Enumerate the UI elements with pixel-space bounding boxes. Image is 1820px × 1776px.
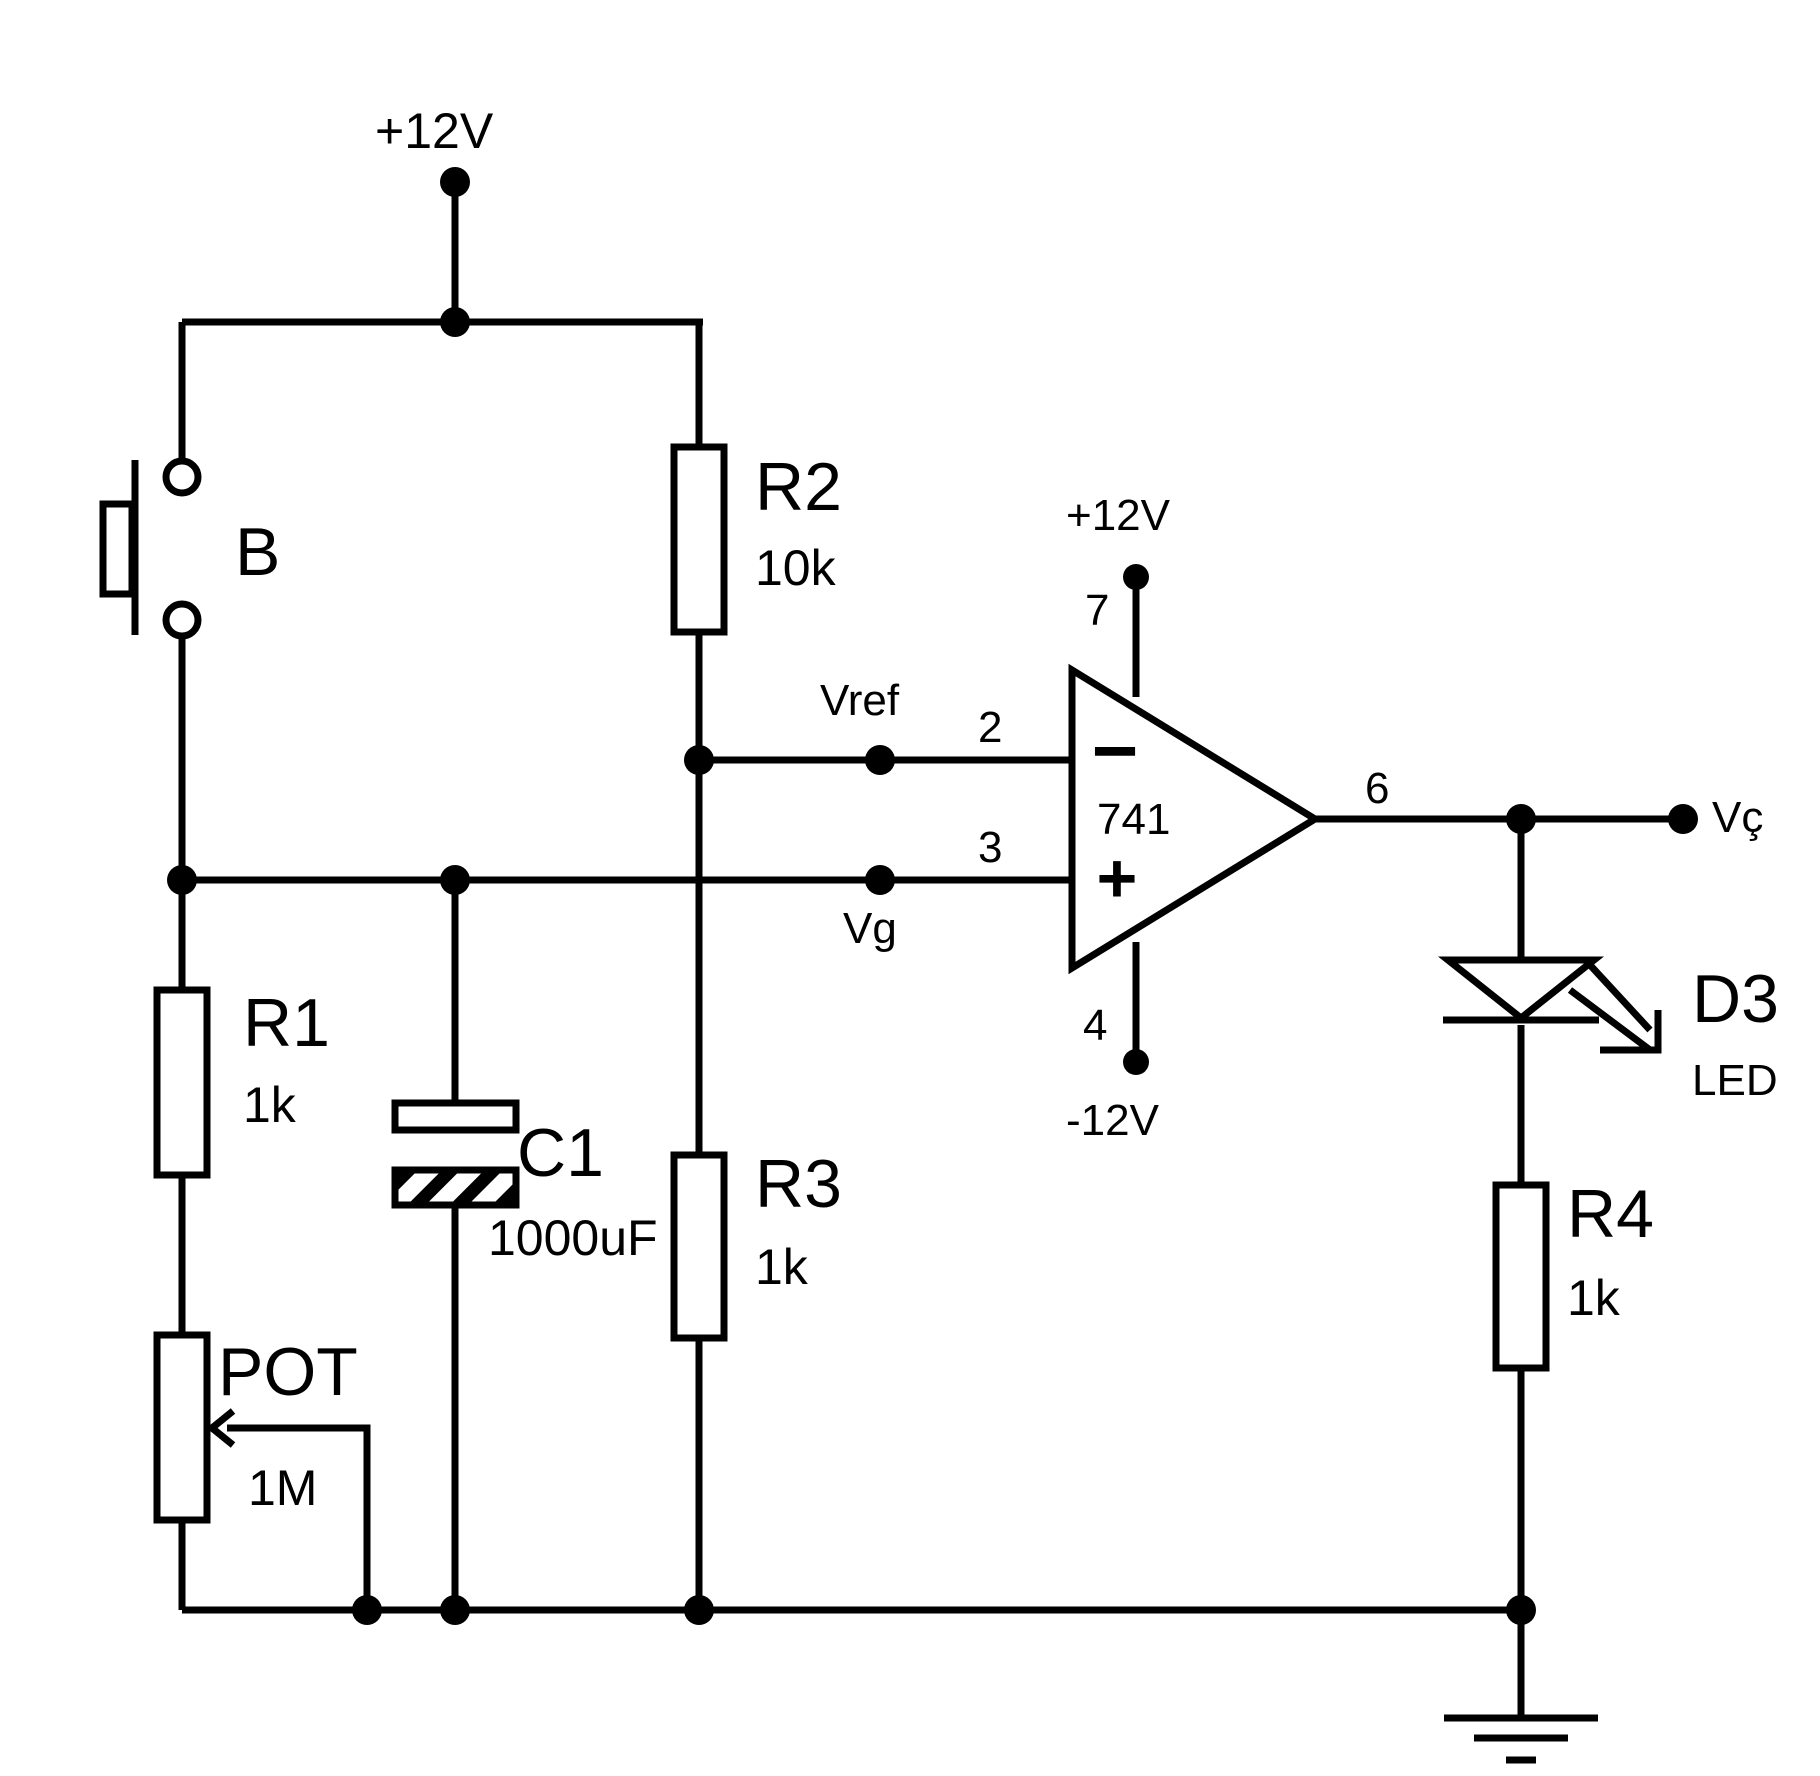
ground-symbol — [1444, 1714, 1598, 1764]
button-contact-bottom — [162, 600, 202, 640]
label-pin-6: 6 — [1365, 764, 1389, 813]
wire-pot-wiper — [227, 1424, 371, 1610]
wires — [178, 182, 1683, 1718]
junction-pot-gnd — [352, 1595, 382, 1625]
label-r3-value: 1k — [755, 1239, 809, 1295]
label-vref: Vref — [820, 676, 900, 725]
opamp-plus-sign: + — [1097, 839, 1138, 917]
label-opamp-vpos: +12V — [1066, 491, 1171, 540]
button-contact-top — [162, 457, 202, 497]
opamp-minus-sign: − — [1092, 706, 1139, 795]
label-button-b: B — [235, 514, 280, 590]
label-pin-2: 2 — [978, 703, 1002, 752]
led-d3 — [1437, 956, 1662, 1054]
terminal-vout — [1668, 804, 1698, 834]
potentiometer — [153, 1331, 236, 1524]
junction-vref — [684, 745, 714, 775]
resistor-r1 — [153, 986, 211, 1179]
junction-output — [1506, 804, 1536, 834]
resistor-r4 — [1492, 1181, 1550, 1372]
label-led-value: LED — [1692, 1056, 1778, 1105]
junction-vg-left — [167, 865, 197, 895]
resistor-r2 — [670, 443, 728, 636]
label-c1-value: 1000uF — [488, 1210, 658, 1266]
led-emission-arrowhead-icon — [1600, 1010, 1662, 1054]
label-vout: Vç — [1712, 793, 1763, 842]
junctions — [167, 167, 1698, 1625]
junction-supply-top — [440, 167, 470, 197]
label-pin-3: 3 — [978, 823, 1002, 872]
label-c1-name: C1 — [517, 1115, 604, 1191]
junction-c1-gnd — [440, 1595, 470, 1625]
pot-wiper-arrow-icon — [206, 1408, 236, 1448]
junction-top-rail — [440, 307, 470, 337]
label-opamp-vneg: -12V — [1066, 1096, 1160, 1145]
terminal-pin4 — [1123, 1049, 1149, 1075]
label-led-name: D3 — [1692, 961, 1779, 1037]
label-r1-value: 1k — [243, 1077, 297, 1133]
pot-body — [153, 1331, 211, 1524]
terminal-vref — [865, 745, 895, 775]
junction-r4-gnd — [1506, 1595, 1536, 1625]
terminal-pin7 — [1123, 564, 1149, 590]
label-opamp-part: 741 — [1097, 795, 1170, 844]
junction-r3-gnd — [684, 1595, 714, 1625]
capacitor-plate-top — [391, 1099, 520, 1134]
capacitor-c1 — [391, 1099, 520, 1209]
led-triangle — [1437, 956, 1605, 1023]
label-pin-4: 4 — [1083, 1001, 1107, 1050]
label-r2-value: 10k — [755, 540, 837, 596]
label-pot-name: POT — [218, 1334, 358, 1410]
label-vg: Vg — [843, 904, 897, 953]
button-actuator — [99, 500, 136, 598]
led-emission-arrow-2 — [1587, 962, 1653, 1033]
label-supply-top: +12V — [375, 103, 494, 159]
opamp-triangle — [1068, 663, 1322, 975]
labels: +12V B R2 10k R1 1k C1 1000uF R3 1k POT … — [218, 103, 1779, 1516]
resistor-r3 — [670, 1151, 728, 1342]
label-r3-name: R3 — [755, 1146, 842, 1222]
label-r2-name: R2 — [755, 449, 842, 525]
label-pin-7: 7 — [1085, 586, 1109, 635]
led-emission-arrow-1 — [1567, 987, 1653, 1053]
label-r4-value: 1k — [1567, 1270, 1621, 1326]
label-pot-value: 1M — [248, 1460, 317, 1516]
capacitor-plate-bottom — [391, 1166, 520, 1209]
junction-vg-c1 — [440, 865, 470, 895]
push-button-b — [99, 457, 202, 640]
label-r4-name: R4 — [1567, 1176, 1654, 1252]
terminal-vg — [865, 865, 895, 895]
opamp-741: − + — [1068, 663, 1322, 975]
label-r1-name: R1 — [243, 985, 330, 1061]
